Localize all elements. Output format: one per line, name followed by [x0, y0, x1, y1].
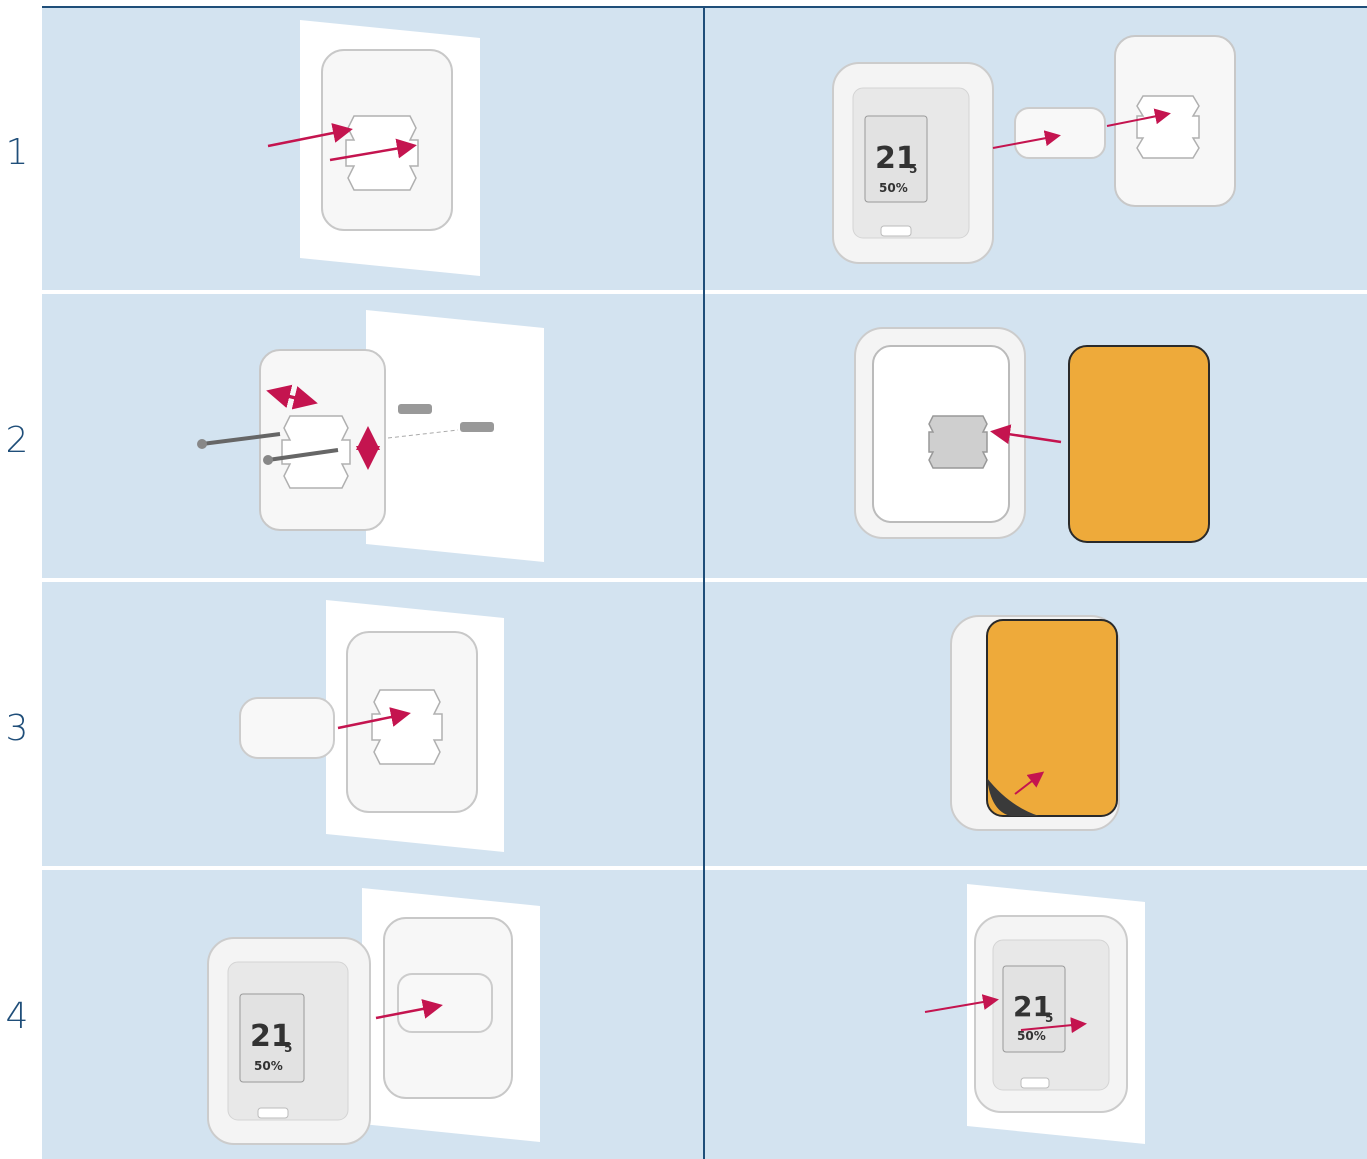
- screw-head: [197, 439, 207, 449]
- adhesive-pad: [987, 620, 1117, 816]
- display-temperature-decimal: 5: [909, 162, 917, 176]
- display-humidity: 50%: [879, 181, 908, 195]
- step-4-right-panel: 21 5 50%: [705, 870, 1367, 1159]
- battery-latch: [258, 1108, 288, 1118]
- display-humidity: 50%: [254, 1059, 283, 1073]
- battery-latch: [1021, 1078, 1049, 1088]
- step-3-right-panel: [705, 582, 1367, 866]
- wall-surface: [366, 310, 544, 562]
- step-number-4: 4: [0, 996, 34, 1037]
- adhesive-pad: [1069, 346, 1209, 542]
- mounting-bracket: [346, 116, 418, 190]
- display-temperature-decimal: 5: [1045, 1011, 1053, 1025]
- mounting-bracket: [372, 690, 442, 764]
- display-humidity: 50%: [1017, 1029, 1046, 1043]
- radio-module: [398, 974, 492, 1032]
- step-number-1: 1: [0, 132, 34, 173]
- step-number-2: 2: [0, 420, 34, 461]
- step-2-right-panel: [705, 294, 1367, 578]
- mounting-bracket: [1137, 96, 1199, 158]
- step-1-right-panel: 21 5 50%: [705, 8, 1367, 290]
- step-number-3: 3: [0, 708, 34, 749]
- screw-head: [263, 455, 273, 465]
- display-temperature-decimal: 5: [284, 1041, 292, 1055]
- step-1-left-panel: [42, 8, 703, 290]
- radio-module: [1015, 108, 1105, 158]
- step-4-left-panel: 21 5 50%: [42, 870, 703, 1159]
- wall-dowel: [460, 422, 494, 432]
- radio-module: [240, 698, 334, 758]
- bracket-slot: [929, 416, 987, 468]
- wall-dowel: [398, 404, 432, 414]
- step-3-left-panel: [42, 582, 703, 866]
- step-2-left-panel: [42, 294, 703, 578]
- battery-latch: [881, 226, 911, 236]
